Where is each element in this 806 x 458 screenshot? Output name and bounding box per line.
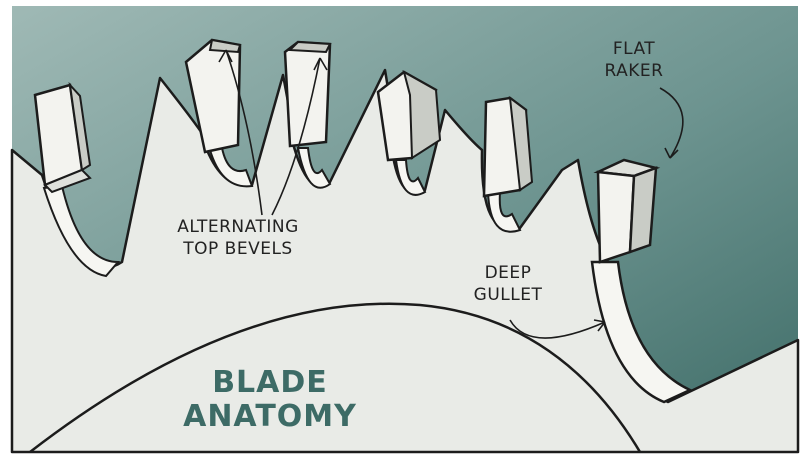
flat-raker-tooth bbox=[598, 160, 656, 262]
deep-gullet-line2: GULLET bbox=[460, 284, 556, 306]
diagram-title-line1: BLADE bbox=[170, 366, 370, 400]
flat-raker-label: FLAT RAKER bbox=[592, 38, 676, 82]
carbide-tooth-3 bbox=[285, 42, 330, 146]
alternating-top-bevels-label: ALTERNATING TOP BEVELS bbox=[160, 216, 316, 260]
diagram-title: BLADE ANATOMY bbox=[170, 366, 370, 434]
diagram-title-line2: ANATOMY bbox=[170, 400, 370, 434]
deep-gullet-line1: DEEP bbox=[460, 262, 556, 284]
carbide-tooth-5 bbox=[484, 98, 532, 196]
alternating-top-bevels-line2: TOP BEVELS bbox=[160, 238, 316, 260]
deep-gullet-label: DEEP GULLET bbox=[460, 262, 556, 306]
flat-raker-label-line2: RAKER bbox=[592, 60, 676, 82]
flat-raker-label-line1: FLAT bbox=[592, 38, 676, 60]
alternating-top-bevels-line1: ALTERNATING bbox=[160, 216, 316, 238]
